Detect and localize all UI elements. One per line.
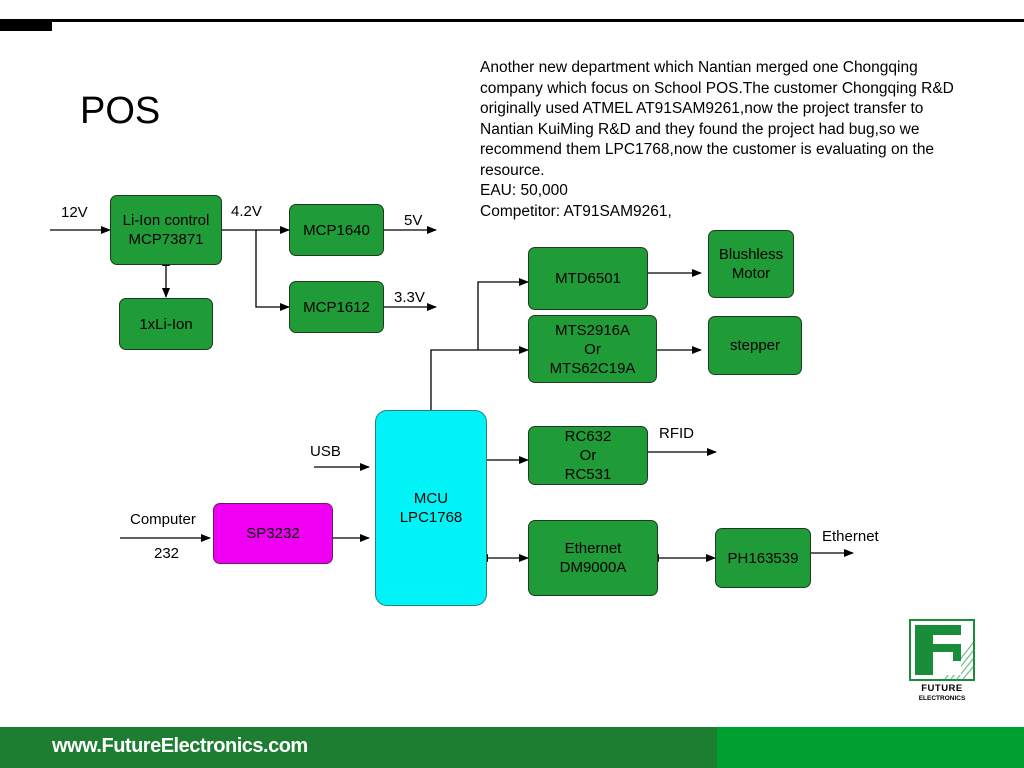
footer-website: www.FutureElectronics.com [52, 735, 308, 757]
block-mcu: MCU LPC1768 [375, 410, 487, 606]
header-tab [0, 22, 52, 31]
label-5v: 5V [404, 212, 423, 229]
block-mcp1640: MCP1640 [289, 204, 384, 256]
label-computer: Computer [130, 511, 196, 528]
block-ethernet-dm9000a: Ethernet DM9000A [528, 520, 658, 596]
description-paragraph: Another new department which Nantian mer… [480, 59, 954, 179]
block-mtd6501: MTD6501 [528, 247, 648, 310]
logo-f-mark-icon [909, 619, 975, 681]
label-rfid: RFID [659, 425, 694, 442]
label-232: 232 [154, 545, 180, 562]
wire-mcu-up [430, 349, 478, 410]
label-ethernet: Ethernet [822, 528, 879, 545]
label-usb: USB [310, 443, 341, 460]
slide-description: Another new department which Nantian mer… [480, 58, 980, 222]
slide-title: POS [80, 90, 161, 132]
block-stepper: stepper [708, 316, 802, 375]
header-rule [0, 19, 1024, 22]
footer-left-panel: www.FutureElectronics.com [0, 727, 717, 768]
footer-bar: www.FutureElectronics.com [0, 727, 1024, 768]
description-competitor: Competitor: AT91SAM9261, [480, 202, 672, 220]
block-liion-control: Li-Ion control MCP73871 [110, 195, 222, 265]
block-rc632: RC632 Or RC531 [528, 426, 648, 485]
logo-text-electronics: ELECTRONICS [918, 695, 966, 702]
label-12v: 12V [61, 204, 88, 221]
block-blushless-motor: Blushless Motor [708, 230, 794, 298]
logo-text-future: FUTURE [921, 683, 963, 694]
future-electronics-logo: FUTURE ELECTRONICS [909, 619, 975, 705]
block-mts2916: MTS2916A Or MTS62C19A [528, 315, 657, 383]
label-4v2: 4.2V [231, 203, 262, 220]
label-3v3: 3.3V [394, 289, 425, 306]
block-ph163539: PH163539 [715, 528, 811, 588]
block-sp3232: SP3232 [213, 503, 333, 564]
wire-to-mtd6501 [477, 278, 529, 350]
wire-4v2-bus [222, 229, 290, 311]
block-mcp1612: MCP1612 [289, 281, 384, 333]
block-liion: 1xLi-Ion [119, 298, 213, 350]
description-eau: EAU: 50,000 [480, 182, 568, 199]
